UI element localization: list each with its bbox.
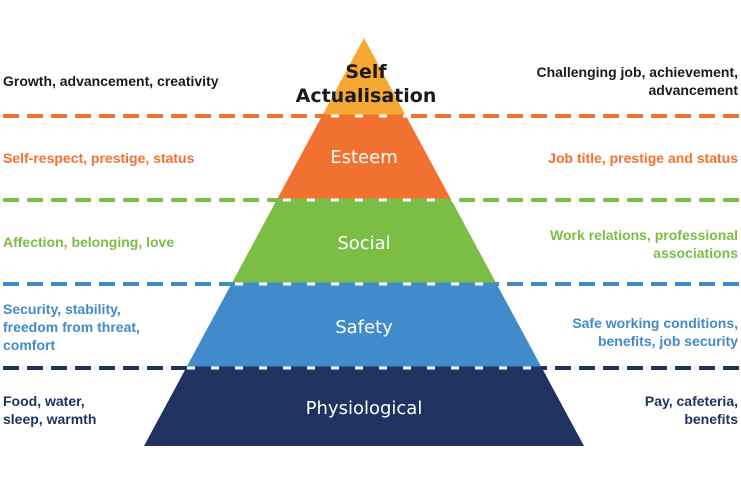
text-line: advancement: [648, 82, 738, 98]
text-line: Food, water,: [3, 393, 85, 409]
text-line: Security, stability,: [3, 301, 121, 317]
tier-safety: [186, 285, 542, 367]
text-line: Challenging job, achievement,: [536, 64, 738, 80]
tier-label-esteem: Esteem: [330, 147, 398, 168]
safety-work-text: Safe working conditions, benefits, job s…: [572, 314, 738, 350]
text-line: benefits, job security: [597, 333, 738, 349]
physiological-work-text: Pay, cafeteria, benefits: [645, 392, 738, 428]
text-line: associations: [653, 245, 738, 261]
tier-esteem: [277, 117, 451, 199]
text-line: Work relations, professional: [549, 227, 738, 243]
text-line: freedom from threat,: [3, 319, 140, 335]
tier-label-safety: Safety: [335, 317, 393, 338]
text-line: Pay, cafeteria,: [644, 393, 738, 409]
text-line: benefits: [684, 411, 738, 427]
text-line: sleep, warmth: [3, 411, 97, 427]
text-line: Self-respect, prestige, status: [3, 150, 195, 166]
esteem-work-text: Job title, prestige and status: [548, 149, 738, 167]
safety-personal-text: Security, stability, freedom from threat…: [3, 300, 140, 354]
social-personal-text: Affection, belonging, love: [3, 233, 174, 251]
text-line: Job title, prestige and status: [548, 150, 738, 166]
text-line: Affection, belonging, love: [3, 234, 175, 250]
self-actualisation-work-text: Challenging job, achievement, advancemen…: [537, 63, 738, 99]
tier-social: [232, 201, 496, 283]
esteem-personal-text: Self-respect, prestige, status: [3, 149, 194, 167]
tier-self-actualisation: [322, 38, 406, 115]
text-line: comfort: [3, 337, 56, 353]
tier-label-self-actualisation-line1: Self: [345, 61, 387, 83]
tier-label-physiological: Physiological: [306, 398, 423, 419]
tier-physiological: [144, 369, 584, 446]
self-actualisation-personal-text: Growth, advancement, creativity: [3, 72, 219, 90]
text-line: Growth, advancement, creativity: [3, 73, 219, 89]
tier-label-social: Social: [337, 233, 390, 254]
text-line: Safe working conditions,: [572, 315, 738, 331]
social-work-text: Work relations, professional association…: [550, 226, 738, 262]
physiological-personal-text: Food, water, sleep, warmth: [3, 392, 96, 428]
tier-label-self-actualisation-line2: Actualisation: [296, 85, 437, 107]
